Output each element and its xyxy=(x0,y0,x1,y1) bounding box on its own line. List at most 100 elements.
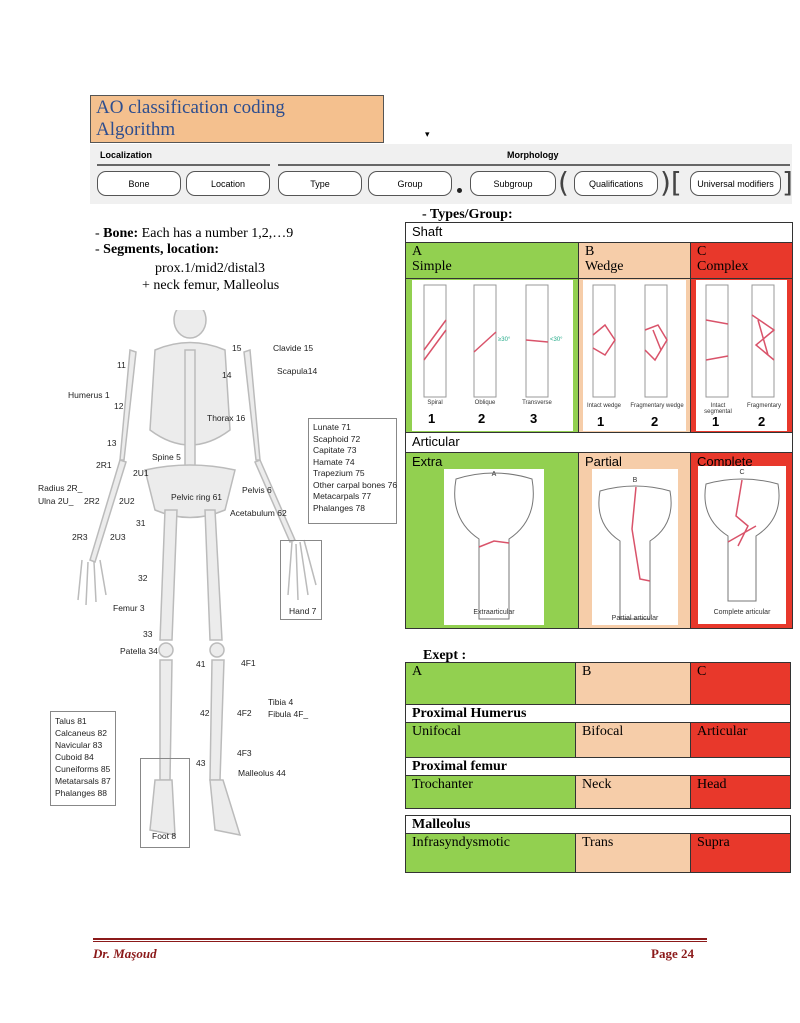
morphology-heading: Morphology xyxy=(507,150,559,160)
type-pill: Type xyxy=(278,171,362,196)
partial-articular-image: B Partial articular xyxy=(592,469,678,625)
page-number: Page 24 xyxy=(651,946,694,961)
drawing-caption: Extraarticular xyxy=(473,609,515,616)
extraarticular-image: A Extraarticular xyxy=(444,469,544,625)
skeleton-label: Foot 8 xyxy=(152,831,177,841)
col-letter: A xyxy=(412,244,423,259)
angle-label: ≥30° xyxy=(498,337,511,343)
subtype-caption: Transverse xyxy=(522,400,552,406)
section-title: Malleolus xyxy=(405,815,791,834)
group-number: 2 xyxy=(651,414,659,429)
skeleton-label: Hand 7 xyxy=(289,606,317,616)
paren: ( xyxy=(558,166,569,199)
skeleton-label: 43 xyxy=(196,758,206,768)
foot-box xyxy=(140,758,190,848)
foot-bone: Metatarsals 87 xyxy=(55,776,111,786)
angle-label: <30° xyxy=(550,337,563,343)
segments-line: - Segments, location: xyxy=(95,242,220,257)
shaft-row: Shaft xyxy=(405,222,793,243)
section-title: Proximal Humerus xyxy=(405,704,791,723)
articular-label: Articular xyxy=(412,434,460,449)
divider xyxy=(97,164,270,166)
subtype-caption: Fragmentary wedge xyxy=(630,403,684,409)
col-name: Simple xyxy=(412,259,452,274)
col-letter: B xyxy=(585,244,595,259)
skeleton-label: 2R1 xyxy=(96,460,112,470)
skeleton-label: 41 xyxy=(196,659,206,669)
mark: ▾ xyxy=(425,129,430,139)
exept-value: Infrasyndysmotic xyxy=(405,833,576,873)
partial-articular-drawing xyxy=(598,485,672,620)
skeleton-label: 4F3 xyxy=(237,748,252,758)
skeleton-label: Fibula 4F_ xyxy=(268,709,309,719)
foot-bone: Cuboid 84 xyxy=(55,752,94,762)
foot-bone: Calcaneus 82 xyxy=(55,728,107,738)
skeleton-label: 4F2 xyxy=(237,708,252,718)
drawing-letter: B xyxy=(632,477,638,484)
skeleton-label: Clavide 15 xyxy=(273,343,314,353)
hand-bone: Phalanges 78 xyxy=(313,502,365,513)
skeleton-label: 2R3 xyxy=(72,532,88,542)
simple-fractures-image: ≥30° <30° Spiral Oblique Transverse 1 2 … xyxy=(412,280,573,431)
localization-heading: Localization xyxy=(100,150,153,160)
ao-coding-strip: Localization Morphology Bone Location Ty… xyxy=(90,144,793,204)
subtype-caption: Oblique xyxy=(474,400,496,406)
qualifications-pill: Qualifications xyxy=(574,171,658,196)
col-name: Extra xyxy=(412,454,443,469)
hand-bone: Scaphoid 72 xyxy=(313,433,361,444)
exept-value: Bifocal xyxy=(575,722,691,758)
skeleton-label: 2U3 xyxy=(110,532,126,542)
group-number: 2 xyxy=(758,414,766,429)
skeleton-label: Tibia 4 xyxy=(268,697,294,707)
group-number: 3 xyxy=(530,411,538,426)
extraarticular-drawing xyxy=(454,472,534,620)
subgroup-pill: Subgroup xyxy=(470,171,556,196)
skeleton-label: 42 xyxy=(200,708,210,718)
skeleton-label: Humerus 1 xyxy=(68,390,110,400)
skeleton-label: 33 xyxy=(143,629,153,639)
drawing-letter: C xyxy=(739,469,745,476)
skeleton-label: 2U2 xyxy=(119,496,135,506)
subtype-caption: Intact segmental xyxy=(704,403,732,415)
exept-value: Head xyxy=(690,775,791,809)
universal-modifiers-pill: Universal modifiers xyxy=(690,171,781,196)
exept-value: Trans xyxy=(575,833,691,873)
group-number: 2 xyxy=(478,411,486,426)
col-name: Complete xyxy=(697,454,753,469)
group-number: 1 xyxy=(597,414,605,429)
skeleton-label: Acetabulum 62 xyxy=(230,508,287,518)
shaft-label: Shaft xyxy=(412,224,443,239)
types-heading: - Types/Group: xyxy=(422,207,513,222)
segments-extra: + neck femur, Malleolus xyxy=(142,278,280,293)
col-letter: C xyxy=(697,244,707,259)
skeleton-label: Ulna 2U_ xyxy=(38,496,74,506)
skeleton-label: 12 xyxy=(114,401,124,411)
footer-author: Dr. Maşoud xyxy=(93,946,157,961)
skeleton-label: Scapula14 xyxy=(277,366,318,376)
group-number: 1 xyxy=(712,414,720,429)
hand-bone: Trapezium 75 xyxy=(313,468,365,478)
title-line: AO classification coding xyxy=(96,97,285,118)
complex-fractures-image: Intact segmental Fragmentary 1 2 xyxy=(696,280,787,431)
subtype-caption: Intact wedge xyxy=(586,403,622,409)
exept-value: Supra xyxy=(690,833,791,873)
bone-pill: Bone xyxy=(97,171,181,196)
foot-bone: Cuneiforms 85 xyxy=(55,764,111,774)
exept-heading: Exept : xyxy=(423,648,467,663)
col-name: Wedge xyxy=(585,259,624,274)
subtype-caption: Fragmentary xyxy=(746,403,781,409)
skeleton-label: Pelvis 6 xyxy=(242,485,272,495)
group-number: 1 xyxy=(428,411,436,426)
dot xyxy=(457,188,462,193)
complex-fractures-drawing xyxy=(705,284,776,398)
skeleton-label: 32 xyxy=(138,573,148,583)
segments-text: prox.1/mid2/distal3 xyxy=(155,261,266,276)
section-title: Proximal femur xyxy=(405,757,791,776)
title-line: Algorithm xyxy=(96,119,176,140)
group-pill: Group xyxy=(368,171,452,196)
exept-value: Articular xyxy=(690,722,791,758)
skeleton-label: 2U1 xyxy=(133,468,149,478)
skeleton-label: 4F1 xyxy=(241,658,256,668)
